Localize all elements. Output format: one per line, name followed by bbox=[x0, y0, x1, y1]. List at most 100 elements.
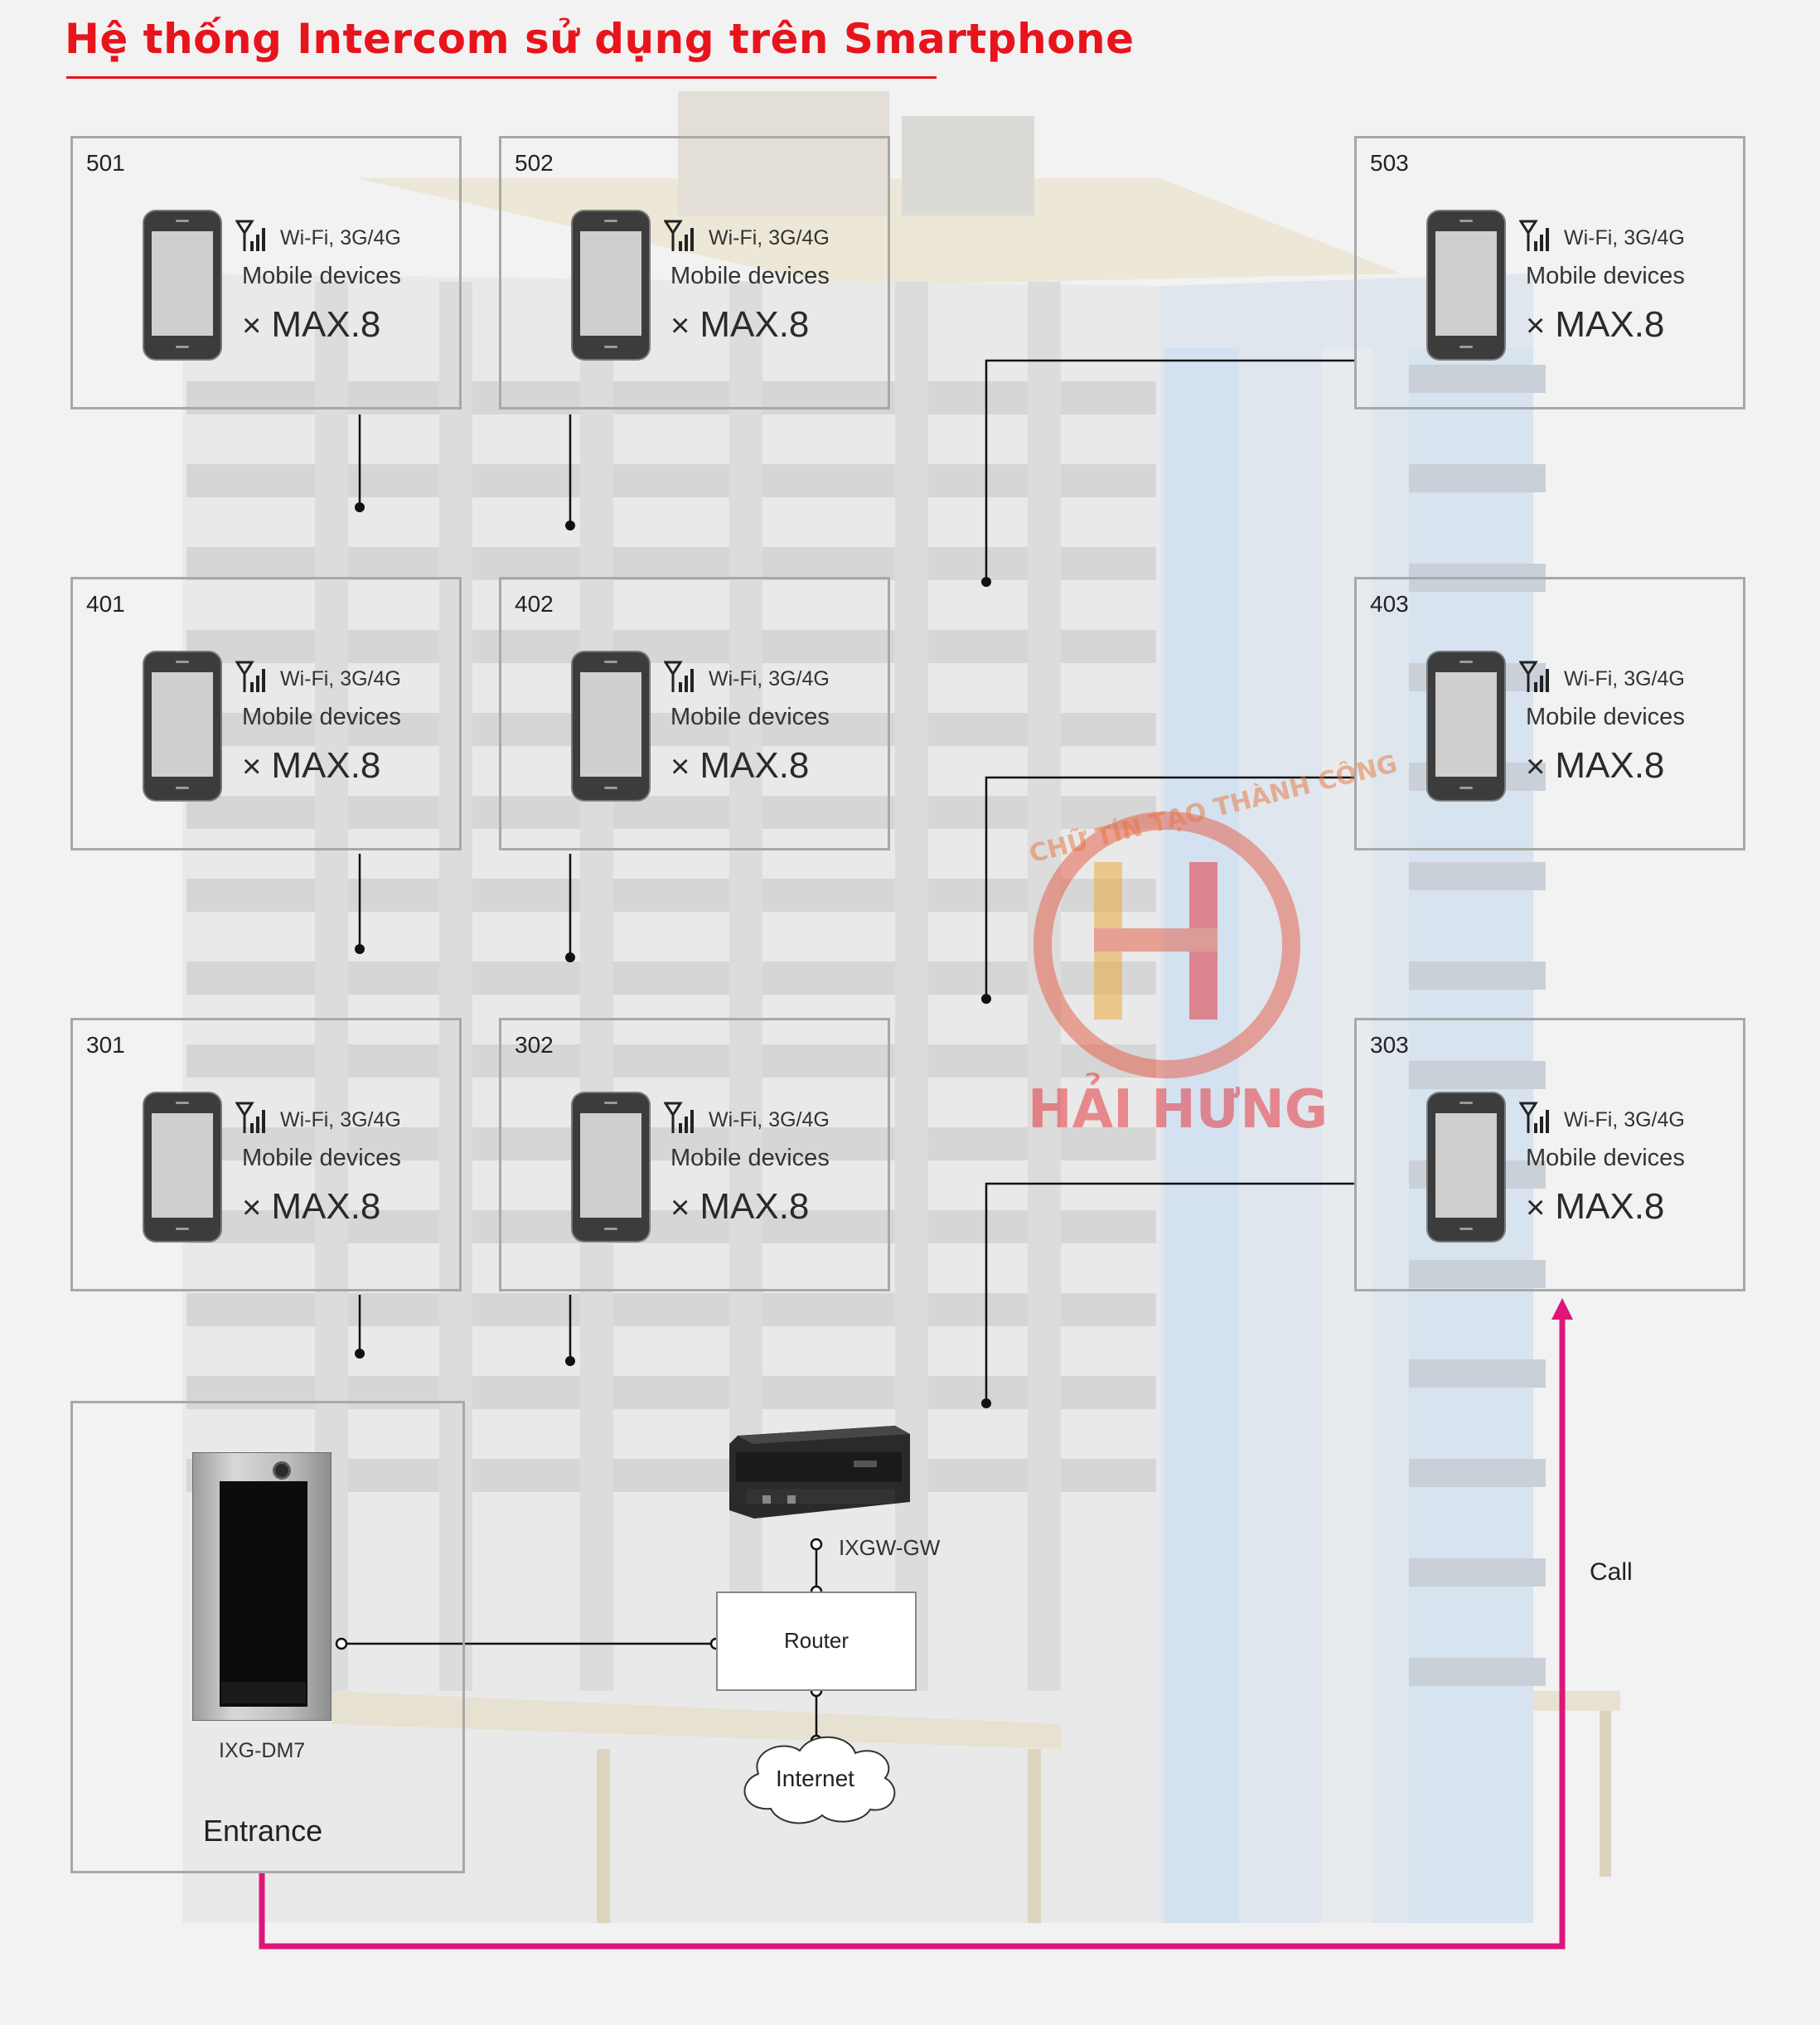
smartphone-icon bbox=[144, 652, 220, 800]
max-label: MAX.8 bbox=[271, 304, 381, 345]
unit-number: 402 bbox=[515, 591, 554, 617]
devices-label: Mobile devices bbox=[1526, 263, 1685, 289]
devices-label: Mobile devices bbox=[1526, 704, 1685, 730]
entrance-label: Entrance bbox=[203, 1814, 323, 1848]
devices-label: Mobile devices bbox=[242, 1145, 401, 1171]
connector-endpoints bbox=[355, 502, 991, 1408]
unit-number: 401 bbox=[86, 591, 125, 617]
router-box: Router bbox=[716, 1591, 917, 1691]
smartphone-icon bbox=[144, 211, 220, 359]
max-devices: ×MAX.8 bbox=[1526, 304, 1664, 346]
signal-icon bbox=[235, 220, 265, 251]
unit-number: 302 bbox=[515, 1032, 554, 1058]
multiply-icon: × bbox=[242, 1189, 262, 1226]
door-station-speaker bbox=[221, 1682, 306, 1703]
unit-connectors bbox=[358, 359, 1354, 1403]
smartphone-icon bbox=[573, 211, 649, 359]
max-label: MAX.8 bbox=[699, 745, 810, 786]
unit-number: 301 bbox=[86, 1032, 125, 1058]
devices-label: Mobile devices bbox=[242, 263, 401, 289]
devices-label: Mobile devices bbox=[1526, 1145, 1685, 1171]
facade-glass-strip bbox=[1164, 348, 1239, 1923]
unit-number: 303 bbox=[1370, 1032, 1409, 1058]
devices-label: Mobile devices bbox=[242, 704, 401, 730]
call-label: Call bbox=[1590, 1558, 1633, 1586]
unit-number: 501 bbox=[86, 150, 125, 176]
internet-cloud bbox=[743, 1736, 896, 1824]
watermark-logo bbox=[1033, 811, 1300, 1078]
devices-label: Mobile devices bbox=[670, 1145, 830, 1171]
canopy-pillar bbox=[597, 1749, 610, 1923]
smartphone-icon bbox=[144, 1093, 220, 1241]
smartphone-icon bbox=[1428, 652, 1504, 800]
watermark-brand: HẢI HƯNG bbox=[1028, 1072, 1328, 1141]
side-canopy-pillar bbox=[1600, 1711, 1611, 1877]
multiply-icon: × bbox=[670, 1189, 690, 1226]
connectivity-label: Wi-Fi, 3G/4G bbox=[1564, 1108, 1685, 1131]
max-devices: ×MAX.8 bbox=[670, 1186, 809, 1228]
entrance-canopy bbox=[332, 1691, 1061, 1749]
side-canopy bbox=[1533, 1691, 1620, 1711]
connectivity-label: Wi-Fi, 3G/4G bbox=[1564, 226, 1685, 249]
door-station-icon bbox=[192, 1452, 332, 1721]
building-roof bbox=[356, 178, 1401, 286]
max-label: MAX.8 bbox=[1555, 1186, 1665, 1227]
multiply-icon: × bbox=[242, 308, 262, 344]
max-label: MAX.8 bbox=[699, 1186, 810, 1227]
router-label: Router bbox=[783, 1628, 849, 1653]
max-label: MAX.8 bbox=[699, 304, 810, 345]
smartphone-icon bbox=[1428, 211, 1504, 359]
canopy-pillar bbox=[1028, 1749, 1041, 1923]
signal-icon bbox=[1519, 1102, 1549, 1133]
multiply-icon: × bbox=[1526, 748, 1546, 785]
multiply-icon: × bbox=[1526, 1189, 1546, 1226]
multiply-icon: × bbox=[1526, 308, 1546, 344]
max-label: MAX.8 bbox=[1555, 745, 1665, 786]
call-arrowhead bbox=[1551, 1298, 1573, 1320]
connectivity-label: Wi-Fi, 3G/4G bbox=[280, 667, 401, 690]
facade-column bbox=[1322, 348, 1372, 1923]
max-devices: ×MAX.8 bbox=[1526, 1186, 1664, 1228]
max-devices: ×MAX.8 bbox=[242, 1186, 380, 1228]
max-label: MAX.8 bbox=[271, 745, 381, 786]
signal-icon bbox=[664, 661, 694, 692]
network-lines bbox=[341, 1544, 818, 1741]
max-label: MAX.8 bbox=[1555, 304, 1665, 345]
multiply-icon: × bbox=[242, 748, 262, 785]
camera-icon bbox=[273, 1461, 291, 1480]
devices-label: Mobile devices bbox=[670, 704, 830, 730]
signal-icon bbox=[235, 1102, 265, 1133]
signal-icon bbox=[664, 1102, 694, 1133]
gateway-icon bbox=[729, 1426, 910, 1519]
connectivity-label: Wi-Fi, 3G/4G bbox=[1564, 667, 1685, 690]
smartphone-icon bbox=[573, 1093, 649, 1241]
connectivity-label: Wi-Fi, 3G/4G bbox=[709, 1108, 830, 1131]
signal-icon bbox=[235, 661, 265, 692]
max-label: MAX.8 bbox=[271, 1186, 381, 1227]
signal-icon bbox=[664, 220, 694, 251]
signal-icon bbox=[1519, 220, 1549, 251]
connectivity-label: Wi-Fi, 3G/4G bbox=[280, 226, 401, 249]
door-station-label: IXG-DM7 bbox=[219, 1739, 306, 1762]
max-devices: ×MAX.8 bbox=[242, 745, 380, 787]
max-devices: ×MAX.8 bbox=[242, 304, 380, 346]
gateway-label: IXGW-GW bbox=[839, 1535, 941, 1560]
title-underline bbox=[66, 76, 937, 79]
roof-block-right bbox=[902, 116, 1034, 216]
signal-icon bbox=[1519, 661, 1549, 692]
multiply-icon: × bbox=[670, 308, 690, 344]
multiply-icon: × bbox=[670, 748, 690, 785]
call-line bbox=[259, 1314, 1566, 1950]
roof-block-left bbox=[678, 91, 889, 216]
unit-number: 503 bbox=[1370, 150, 1409, 176]
connectivity-label: Wi-Fi, 3G/4G bbox=[709, 667, 830, 690]
connectivity-label: Wi-Fi, 3G/4G bbox=[280, 1108, 401, 1131]
